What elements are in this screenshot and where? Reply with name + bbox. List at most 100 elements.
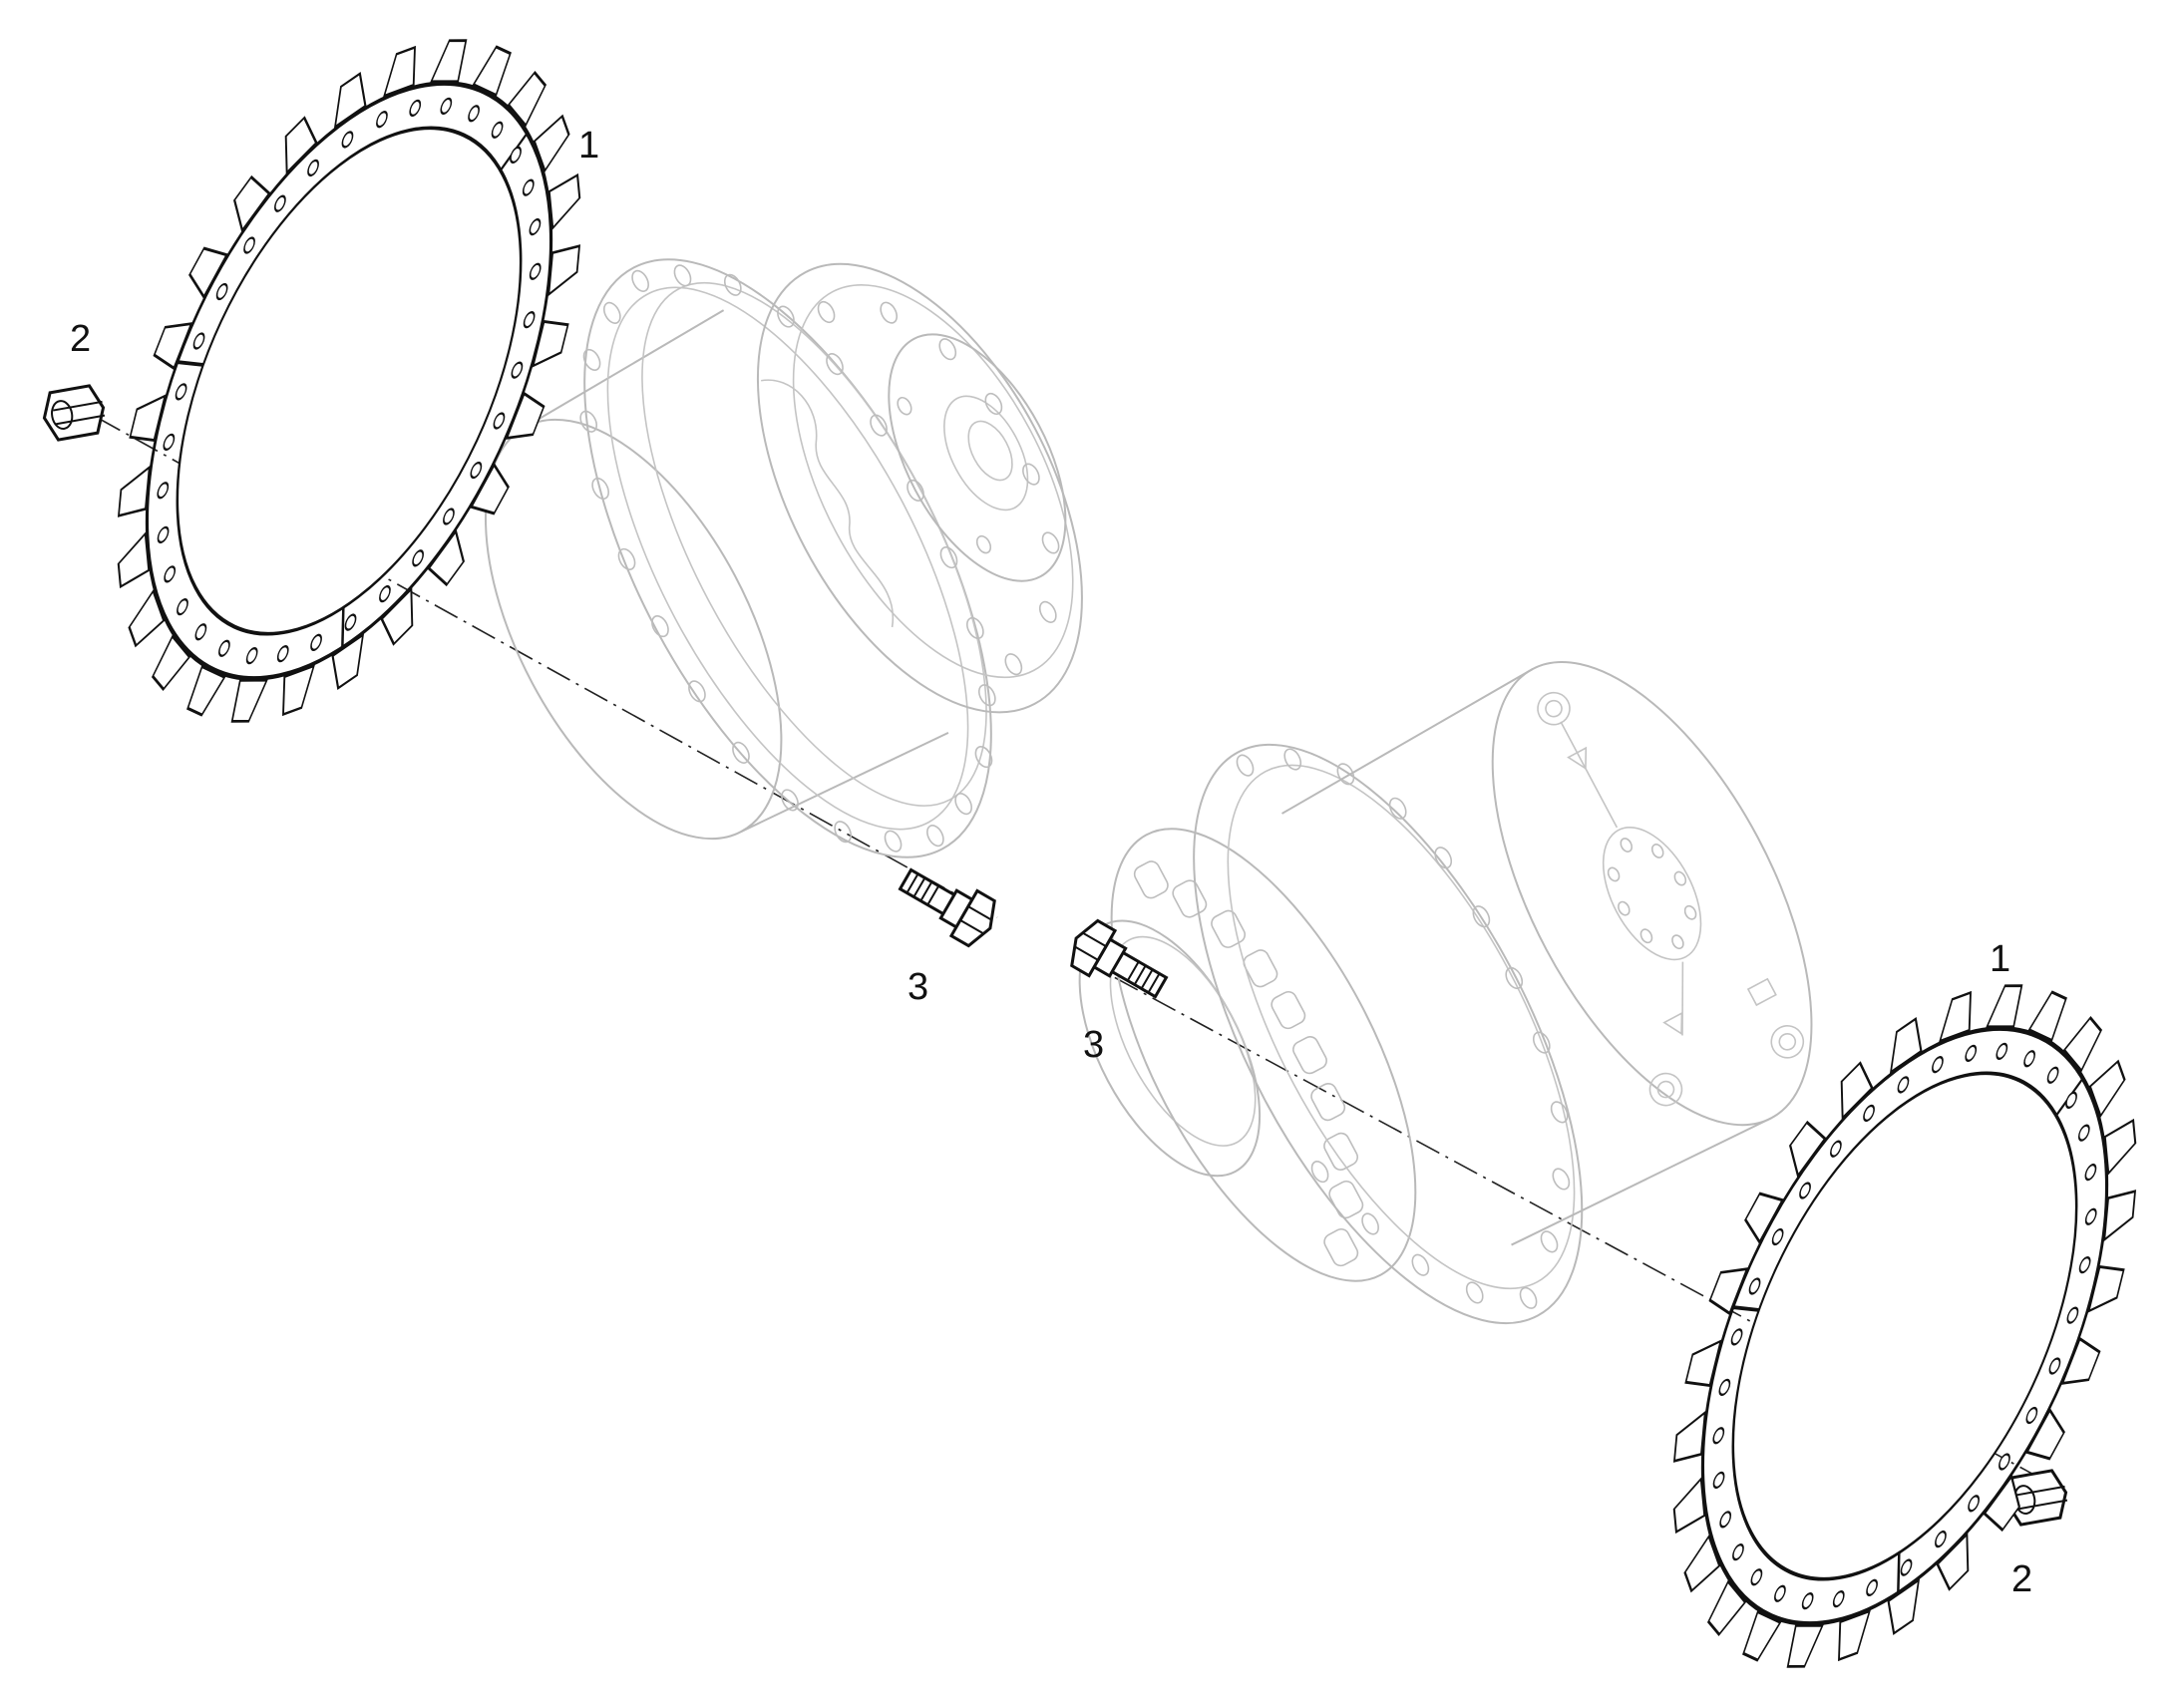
- sprocket-bolt-hole: [341, 131, 354, 149]
- sprocket-bolt-hole: [412, 549, 424, 567]
- sprocket-bolt-hole: [409, 99, 422, 117]
- sprocket-bolt-hole: [276, 645, 289, 663]
- sprocket-bolt-hole: [1719, 1511, 1732, 1529]
- sprocket-bolt-hole: [468, 105, 480, 123]
- sprocket-bolt-hole: [1863, 1104, 1875, 1123]
- sprocket-bolt-hole: [310, 633, 322, 651]
- sprocket-bolt-hole: [493, 412, 506, 430]
- sprocket-bolt-hole: [1732, 1543, 1744, 1561]
- sprocket-bolt-hole: [510, 146, 522, 164]
- sprocket-tooth: [1671, 1411, 1707, 1471]
- sprocket-bolt-hole: [1830, 1140, 1842, 1158]
- hex-nut-upper-left: [42, 384, 106, 442]
- sprocket-bolt-hole: [491, 121, 504, 139]
- sprocket-segment-joint: [341, 606, 345, 649]
- sprocket-bolt-hole: [2048, 1357, 2061, 1375]
- sprocket-segment-joint: [177, 360, 204, 367]
- sprocket-ring-lower-right: [1671, 984, 2138, 1668]
- sprocket-bolt-hole: [2023, 1050, 2035, 1068]
- sprocket-bolt-hole: [2077, 1124, 2090, 1142]
- sprocket-ring-upper-left: [116, 39, 582, 723]
- sprocket-bolt-hole: [192, 332, 205, 350]
- sprocket-bolt-hole: [2084, 1207, 2097, 1225]
- callout-ring-lower-right: 1: [1990, 938, 2010, 980]
- sprocket-bolt-hole: [1799, 1182, 1811, 1199]
- sprocket-bolt-hole: [245, 647, 258, 665]
- sprocket-bolt-hole: [274, 194, 286, 212]
- sprocket-bolt-hole: [1900, 1558, 1913, 1576]
- callout-ring-upper-left: 1: [578, 125, 599, 167]
- sprocket-bolt-hole: [529, 217, 542, 236]
- sprocket-bolt-hole: [157, 482, 170, 500]
- sprocket-tooth: [2103, 1112, 2138, 1176]
- final-drive-motor-right: [1078, 661, 1813, 1325]
- sprocket-bolt-hole: [1996, 1042, 2008, 1060]
- sprocket-tooth: [547, 167, 582, 230]
- sprocket-bolt-hole: [215, 282, 228, 301]
- sprocket-ring-outer-edge: [1700, 1026, 2109, 1626]
- sprocket-bolt-hole: [1866, 1578, 1878, 1596]
- sprocket-bolt-hole: [163, 433, 176, 451]
- sprocket-tooth: [1986, 984, 2028, 1029]
- sprocket-tooth: [546, 236, 582, 296]
- sprocket-bolt-hole: [1998, 1453, 2010, 1471]
- sprocket-bolt-hole: [1935, 1530, 1947, 1548]
- sprocket-bolt-hole: [1712, 1471, 1725, 1490]
- sprocket-bolt-hole: [2025, 1406, 2038, 1425]
- sprocket-ring-outer-edge: [145, 81, 553, 681]
- sprocket-bolt-hole: [177, 598, 188, 616]
- sprocket-bolt-hole: [344, 613, 357, 631]
- hex-nut-lower-right: [2004, 1469, 2068, 1527]
- sprocket-tooth: [116, 466, 152, 525]
- sprocket-bolt-hole: [194, 623, 207, 641]
- sprocket-ring-inner-edge: [1731, 1071, 2078, 1581]
- sprocket-bolt-hole: [379, 584, 391, 603]
- sprocket-tooth: [1781, 1623, 1824, 1668]
- sprocket-bolt-hole: [164, 565, 177, 583]
- sprocket-bolt-hole: [1965, 1044, 1978, 1062]
- sprocket-bolt-hole: [511, 361, 524, 379]
- sprocket-bolt-hole: [2046, 1066, 2059, 1084]
- sprocket-bolt-hole: [1730, 1328, 1743, 1346]
- callout-bolt-right: 3: [1083, 1024, 1104, 1066]
- callout-bolt-left: 3: [908, 966, 928, 1008]
- sprocket-ring-inner-edge: [176, 126, 523, 636]
- sprocket-bolt-hole: [529, 262, 542, 280]
- sprocket-bolt-hole: [157, 525, 170, 544]
- sprocket-bolt-hole: [2078, 1256, 2091, 1274]
- sprocket-tooth: [225, 678, 268, 723]
- sprocket-bolt-hole: [1771, 1227, 1784, 1246]
- callout-nut-upper-left: 2: [70, 318, 91, 360]
- sprocket-bolt-hole: [1718, 1378, 1731, 1396]
- sprocket-bolt-hole: [1774, 1584, 1786, 1602]
- sprocket-segment-joint: [1732, 1305, 1760, 1312]
- callout-nut-lower-right: 2: [2011, 1558, 2032, 1600]
- sprocket-bolt-hole: [470, 461, 483, 480]
- mounting-bolt-right: [1070, 918, 1169, 999]
- sprocket-bolt-hole: [175, 383, 187, 401]
- sprocket-bolt-hole: [2066, 1306, 2079, 1324]
- mounting-bolt-left: [898, 867, 996, 948]
- sprocket-segment-joint: [1897, 1551, 1901, 1594]
- sprocket-tooth: [430, 39, 473, 84]
- sprocket-bolt-hole: [1832, 1590, 1845, 1608]
- sprocket-bolt-hole: [243, 236, 255, 254]
- sprocket-bolt-hole: [1897, 1076, 1910, 1094]
- sprocket-bolt-hole: [1712, 1427, 1725, 1445]
- sprocket-bolt-hole: [218, 639, 230, 657]
- sprocket-bolt-hole: [307, 159, 319, 177]
- sprocket-bolt-hole: [1748, 1277, 1761, 1295]
- sprocket-bolt-hole: [1968, 1495, 1980, 1513]
- sprocket-bolt-hole: [1750, 1568, 1763, 1586]
- sprocket-bolt-hole: [523, 311, 536, 329]
- sprocket-bolt-hole: [1932, 1056, 1944, 1074]
- sprocket-tooth: [2102, 1182, 2138, 1241]
- sprocket-bolt-hole: [376, 111, 388, 129]
- sprocket-bolt-hole: [2084, 1163, 2097, 1182]
- sprocket-tooth: [1671, 1477, 1706, 1540]
- sprocket-tooth: [116, 531, 151, 595]
- sprocket-bolt-hole: [1801, 1592, 1814, 1610]
- sprocket-bolt-hole: [522, 178, 535, 196]
- sprocket-bolt-hole: [440, 97, 453, 115]
